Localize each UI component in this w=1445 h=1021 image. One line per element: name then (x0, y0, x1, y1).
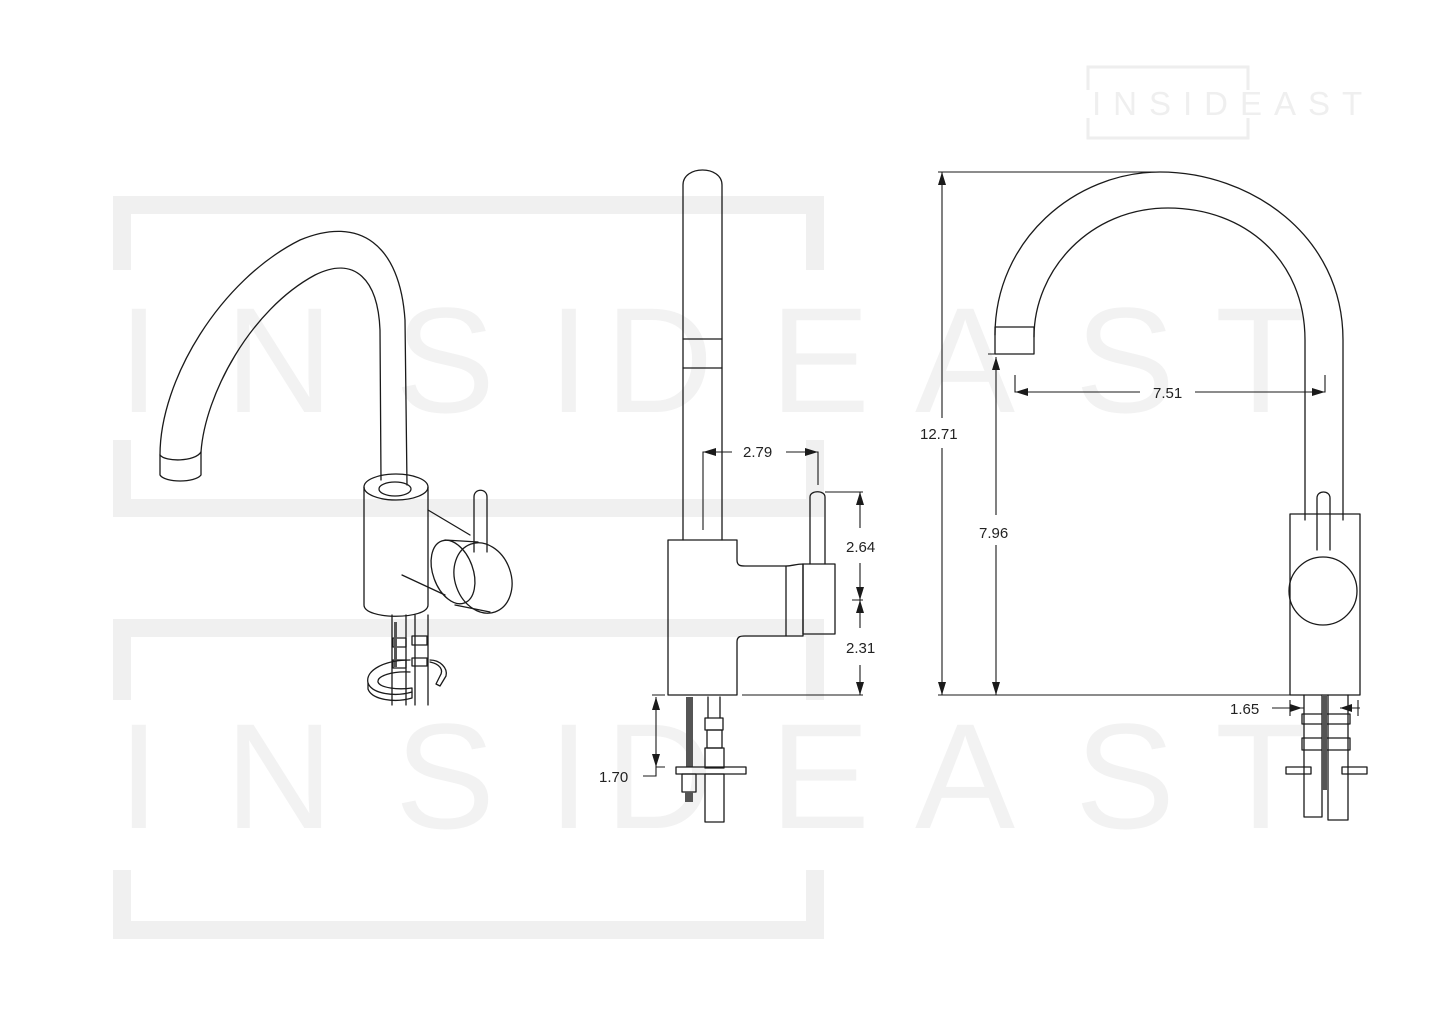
watermark-letter-lower: S (395, 692, 495, 860)
watermark-letter-lower: S (1075, 692, 1175, 860)
watermark-letter-upper: E (770, 276, 870, 444)
dimension-label-2.64: 2.64 (846, 539, 875, 556)
watermark-letter-lower: E (770, 692, 870, 860)
side-view: 2.79 2.64 2.31 1.70 (599, 169, 875, 823)
dimension-label-7.96: 7.96 (979, 525, 1008, 542)
watermark-letter-upper: I (548, 276, 590, 444)
watermark-letter-upper: T (1215, 276, 1307, 444)
watermark-letter-lower: A (915, 692, 1015, 860)
watermark-letter-upper: A (915, 276, 1015, 444)
dimension-label-12.71: 12.71 (920, 426, 958, 443)
watermark-letter-lower: D (605, 692, 713, 860)
dimension-label-7.51: 7.51 (1153, 385, 1182, 402)
isometric-view (159, 230, 513, 706)
watermark-letter-upper: I (118, 276, 160, 444)
watermark-letter-upper: S (1075, 276, 1175, 444)
watermark-letter-lower: I (548, 692, 590, 860)
dimension-label-1.70: 1.70 (599, 769, 628, 786)
watermark-letter-upper: S (395, 276, 495, 444)
watermark-letter-upper: N (225, 276, 333, 444)
watermark-letter-lower: T (1215, 692, 1307, 860)
brand-logo-text: INSIDEAST (1092, 85, 1374, 122)
watermark-letter-lower: I (118, 692, 160, 860)
dimension-label-2.79: 2.79 (743, 444, 772, 461)
front-view: 12.71 7.96 7.51 1.65 (920, 171, 1368, 821)
watermark: I N S I D E A S T I N S I D E A S T (113, 196, 1307, 939)
brand-logo: INSIDEAST (1086, 65, 1374, 140)
dimension-label-2.31: 2.31 (846, 640, 875, 657)
dimension-label-1.65: 1.65 (1230, 701, 1259, 718)
watermark-letter-upper: D (605, 276, 713, 444)
watermark-letter-lower: N (225, 692, 333, 860)
